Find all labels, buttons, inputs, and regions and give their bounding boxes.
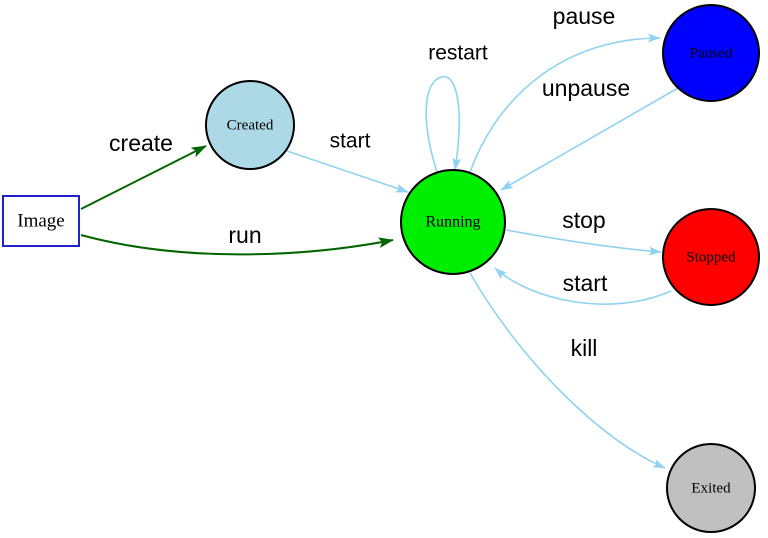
node-shape-stopped [662, 208, 760, 306]
node-paused[interactable]: Paused [662, 4, 760, 102]
edge-restart [425, 75, 462, 173]
edge-label-start-stopped: start [563, 270, 608, 296]
edge-label-start-created: start [330, 130, 371, 153]
edge-pause [469, 33, 661, 173]
node-shape-exited [666, 443, 756, 533]
edge-label-kill: kill [571, 335, 598, 361]
edge-unpause [500, 87, 679, 191]
edge-create [80, 145, 207, 210]
node-label-paused: Paused [690, 45, 733, 61]
node-exited[interactable]: Exited [666, 443, 756, 533]
node-shape-created [205, 80, 295, 170]
edge-label-restart: restart [428, 42, 488, 65]
node-label-running: Running [425, 214, 480, 231]
edge-label-pause: pause [553, 3, 616, 29]
edge-stop [505, 229, 662, 256]
node-shape-image [2, 195, 80, 247]
edge-start-created [286, 150, 409, 193]
edge-run [80, 234, 394, 256]
edges-layer [80, 33, 679, 469]
node-label-exited: Exited [691, 480, 731, 496]
edge-kill [469, 272, 666, 469]
node-label-stopped: Stopped [686, 249, 736, 265]
edge-label-unpause: unpause [542, 75, 630, 101]
node-shape-paused [662, 4, 760, 102]
node-label-created: Created [227, 117, 274, 133]
edge-label-run: run [228, 222, 261, 248]
node-label-image: Image [17, 210, 64, 231]
node-image[interactable]: Image [2, 195, 80, 247]
edge-labels-layer: create run start restart pause unpause stop sta… [109, 3, 630, 361]
node-stopped[interactable]: Stopped [662, 208, 760, 306]
edge-start-stopped [494, 267, 672, 305]
node-running[interactable]: Running [400, 169, 506, 275]
node-shape-running [400, 169, 506, 275]
edge-label-stop: stop [562, 207, 605, 233]
edge-label-create: create [109, 130, 173, 156]
node-created[interactable]: Created [205, 80, 295, 170]
